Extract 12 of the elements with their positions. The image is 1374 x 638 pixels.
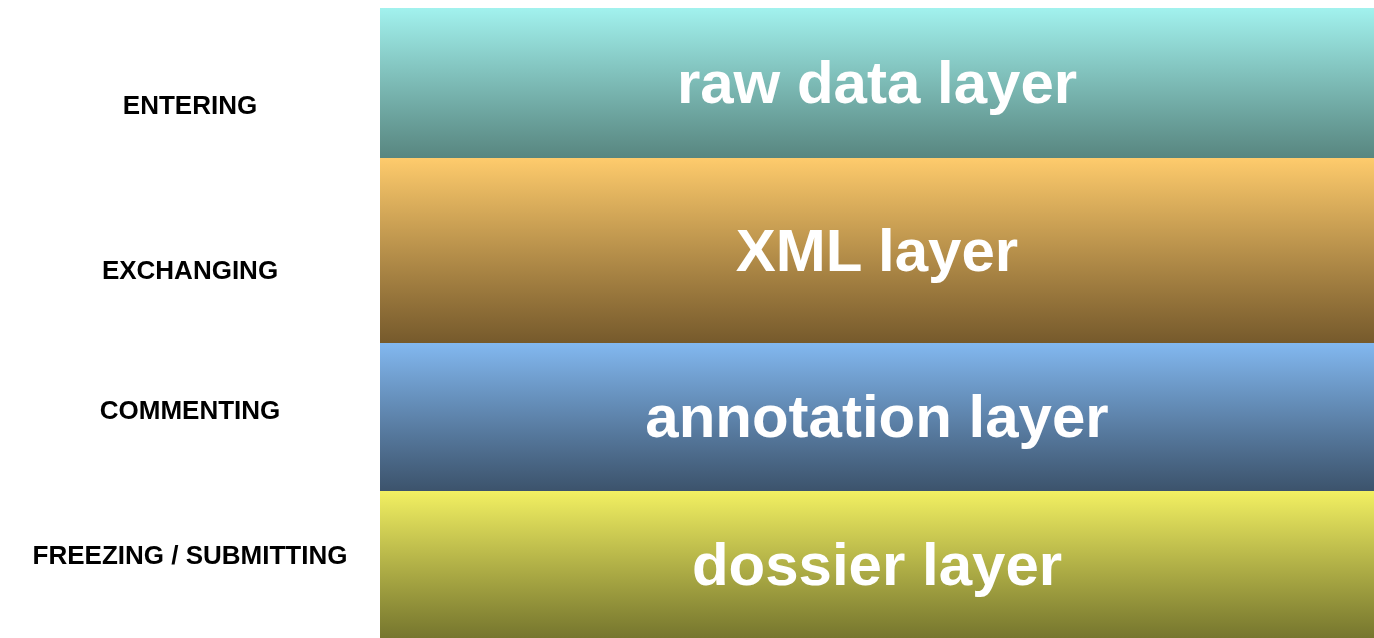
stage-label: FREEZING / SUBMITTING	[31, 542, 349, 568]
layer-title: raw data layer	[676, 53, 1078, 113]
layer-title: annotation layer	[645, 387, 1109, 447]
layer-title: XML layer	[735, 220, 1019, 281]
layer-band	[380, 158, 1374, 343]
stage-label: EXCHANGING	[100, 257, 280, 283]
layer-band	[380, 8, 1374, 158]
stage-label: COMMENTING	[98, 397, 282, 423]
layer-title: dossier layer	[691, 534, 1063, 595]
layer-band	[380, 491, 1374, 638]
layer-band	[380, 343, 1374, 491]
stage-label: ENTERING	[121, 92, 259, 118]
